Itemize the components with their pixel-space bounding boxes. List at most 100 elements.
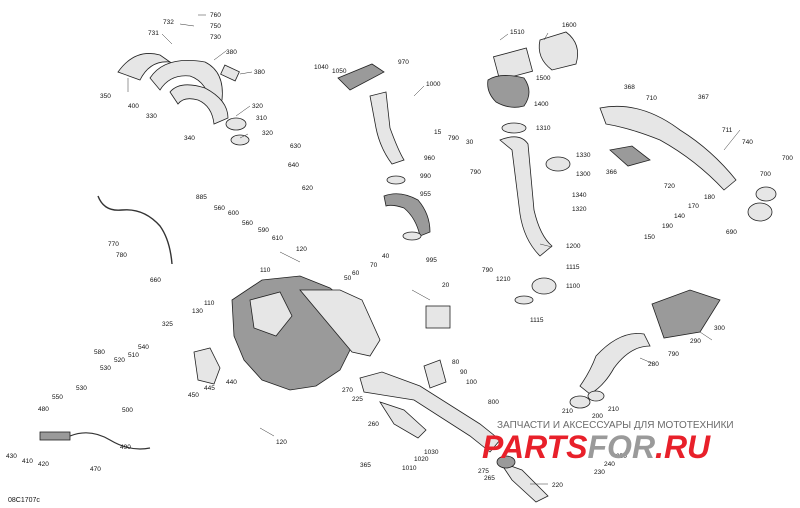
callout-250: 250 — [616, 453, 627, 460]
callout-1400: 1400 — [534, 101, 549, 108]
clamp-1310 — [501, 122, 527, 134]
callout-150: 150 — [644, 234, 655, 241]
callout-990: 990 — [420, 173, 431, 180]
callout-210b: 210 — [608, 406, 619, 413]
callout-1320: 1320 — [572, 206, 587, 213]
diagram-code: 08C1707c — [8, 497, 40, 504]
intake-duct-bend — [169, 84, 229, 125]
callout-620: 620 — [302, 185, 313, 192]
callout-711: 711 — [722, 127, 733, 134]
cap-700 — [755, 186, 777, 202]
callout-610: 610 — [272, 235, 283, 242]
callout-340: 340 — [184, 135, 195, 142]
watermark-brand-parts: PARTS — [482, 429, 588, 465]
air-intake-box — [337, 63, 385, 91]
callout-320a: 320 — [252, 103, 263, 110]
callout-1510: 1510 — [510, 29, 525, 36]
hose-clamp-lower — [402, 231, 422, 241]
airbox-bracket — [609, 145, 651, 167]
callout-240: 240 — [604, 461, 615, 468]
callout-325: 325 — [162, 321, 173, 328]
intake-hose — [369, 91, 405, 165]
callout-15: 15 — [434, 129, 442, 136]
callout-700b: 700 — [782, 155, 793, 162]
callout-510: 510 — [128, 352, 139, 359]
callout-1210: 1210 — [496, 276, 511, 283]
callout-330: 330 — [146, 113, 157, 120]
callout-1100: 1100 — [566, 283, 580, 290]
throttle-cable-470 — [69, 432, 151, 450]
callout-1310: 1310 — [536, 125, 551, 132]
callout-720: 720 — [664, 183, 675, 190]
muffler-280 — [579, 333, 651, 395]
callout-265: 265 — [484, 475, 495, 482]
callout-450: 450 — [188, 392, 199, 399]
callout-220: 220 — [552, 482, 563, 489]
watermark: ЗАПЧАСТИ И АКСЕССУАРЫ ДЛЯ МОТОТЕХНИКИ PA… — [482, 420, 734, 465]
callout-660: 660 — [150, 277, 161, 284]
callout-690: 690 — [726, 229, 737, 236]
callout-740: 740 — [742, 139, 753, 146]
callout-885: 885 — [196, 194, 207, 201]
callout-1000: 1000 — [426, 81, 441, 88]
callout-1200: 1200 — [566, 243, 581, 250]
bracket-80 — [423, 359, 447, 389]
callout-500: 500 — [122, 407, 133, 414]
callout-110a: 110 — [260, 267, 271, 274]
callout-790a: 790 — [448, 135, 459, 142]
callout-labels: 760 732 750 731 730 380 380 350 400 330 … — [6, 12, 793, 489]
callout-790b: 790 — [470, 169, 481, 176]
callout-480: 480 — [38, 406, 49, 413]
callout-60: 60 — [352, 270, 360, 277]
module-20 — [425, 305, 451, 329]
callout-732: 732 — [163, 19, 174, 26]
callout-970: 970 — [398, 59, 409, 66]
callout-130: 130 — [192, 308, 203, 315]
mount-plate-440 — [193, 347, 221, 385]
callout-730: 730 — [210, 34, 221, 41]
callout-120b: 120 — [276, 439, 287, 446]
watermark-brand-ru: .RU — [655, 429, 711, 465]
silencer-1600 — [538, 31, 579, 71]
callout-540: 540 — [138, 344, 149, 351]
part-shapes — [39, 31, 777, 503]
callout-560b: 560 — [242, 220, 253, 227]
engine-cover — [249, 291, 293, 337]
watermark-brand: PARTSFOR.RU — [482, 429, 711, 465]
watermark-brand-for: FOR — [588, 429, 656, 465]
callout-320b: 320 — [262, 130, 273, 137]
intake-duct-left — [117, 53, 172, 81]
callout-780: 780 — [116, 252, 127, 259]
callout-290: 290 — [690, 338, 701, 345]
callout-1115b: 1115 — [530, 317, 544, 324]
exhaust-joint — [496, 455, 516, 469]
callout-960: 960 — [424, 155, 435, 162]
callout-790d: 790 — [668, 351, 679, 358]
callout-800: 800 — [488, 399, 499, 406]
callout-710: 710 — [646, 95, 657, 102]
callout-590: 590 — [258, 227, 269, 234]
callout-470: 470 — [90, 466, 101, 473]
callout-530a: 530 — [100, 365, 111, 372]
callout-770: 770 — [108, 241, 119, 248]
callout-200: 200 — [592, 413, 603, 420]
callout-410: 410 — [22, 458, 33, 465]
callout-280: 280 — [648, 361, 659, 368]
callout-630: 630 — [290, 143, 301, 150]
callout-300: 300 — [714, 325, 725, 332]
callout-230: 230 — [594, 469, 605, 476]
muffler-inlet-300 — [651, 289, 721, 339]
watermark-tagline: ЗАПЧАСТИ И АКСЕССУАРЫ ДЛЯ МОТОТЕХНИКИ — [497, 420, 734, 431]
ring-1330 — [545, 156, 571, 172]
engine-cylinder — [299, 289, 381, 357]
callout-367: 367 — [698, 94, 709, 101]
exhaust-pipe — [359, 371, 501, 453]
callout-70: 70 — [370, 262, 378, 269]
leader-lines — [127, 14, 741, 485]
callout-600: 600 — [228, 210, 239, 217]
callout-955: 955 — [420, 191, 431, 198]
callout-750: 750 — [210, 23, 221, 30]
cable-770 — [97, 195, 173, 265]
callout-275: 275 — [478, 468, 489, 475]
callout-1340: 1340 — [572, 192, 587, 199]
